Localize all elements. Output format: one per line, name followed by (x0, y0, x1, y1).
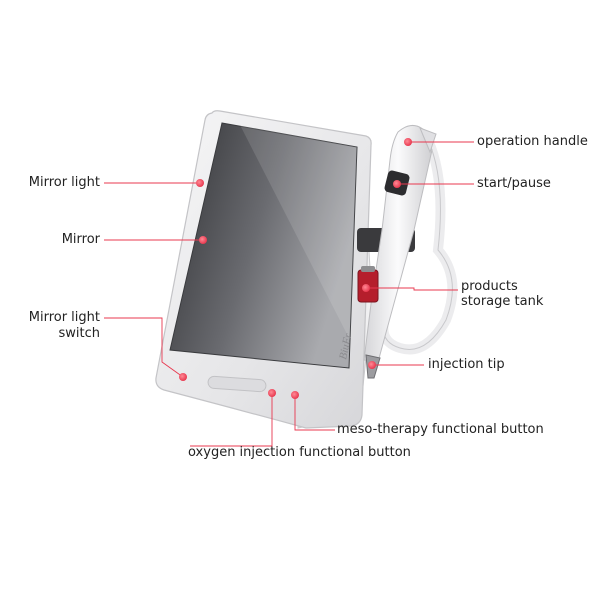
leader-lines (104, 141, 474, 447)
storage-tank-marker (362, 284, 370, 292)
markers (179, 138, 412, 399)
label-meso-therapy-button: meso-therapy functional button (337, 422, 544, 437)
meso-button-marker (291, 391, 299, 399)
injection-tip-marker (368, 361, 376, 369)
label-products-line2: storage tank (461, 294, 544, 309)
brand-mark: BiuFr (337, 332, 354, 361)
mirror-reflection (240, 125, 357, 340)
label-mirror-light-switch-line1: Mirror light (28, 310, 100, 325)
label-mirror-light: Mirror light (28, 175, 100, 190)
label-start-pause: start/pause (477, 176, 551, 191)
mirror-light-marker (196, 179, 204, 187)
front-slot (207, 375, 267, 393)
start-pause-marker (393, 180, 401, 188)
label-operation-handle: operation handle (477, 134, 588, 149)
label-injection-tip: injection tip (428, 357, 505, 372)
label-mirror-light-switch-line2: switch (58, 326, 100, 341)
mirror-light-switch-marker (179, 373, 187, 381)
oxygen-button-marker (268, 389, 276, 397)
label-mirror: Mirror (61, 232, 100, 247)
label-oxygen-injection-button: oxygen injection functional button (188, 445, 411, 460)
label-products-line1: products (461, 279, 518, 294)
mirror-marker (199, 236, 207, 244)
mirror-screen (169, 122, 358, 369)
operation-handle-marker (404, 138, 412, 146)
operation-handle-device (357, 125, 437, 379)
